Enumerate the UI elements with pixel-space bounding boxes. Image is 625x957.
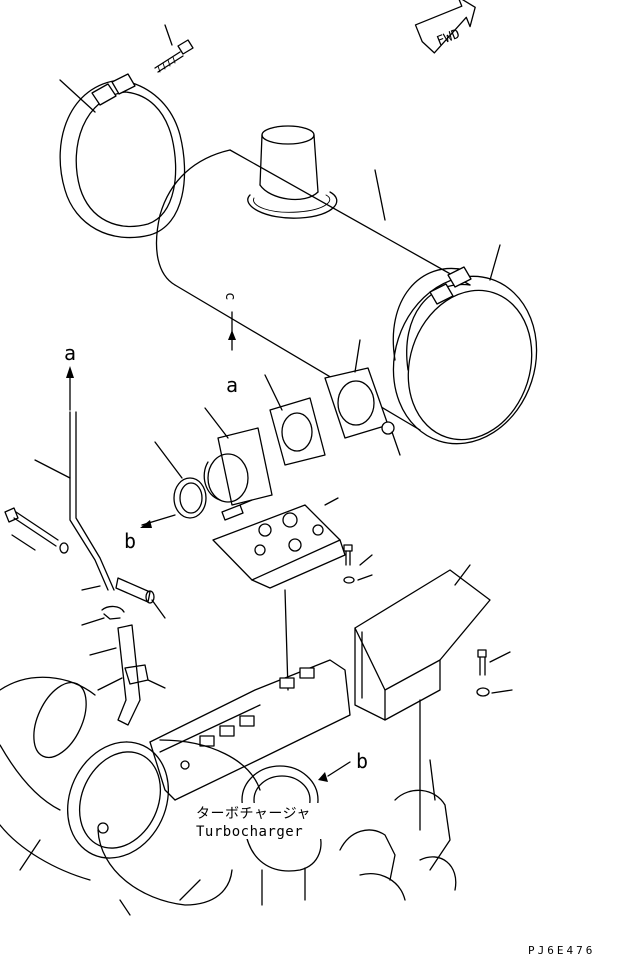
turbocharger-label: ターボチャージャ Turbocharger: [192, 803, 332, 840]
heat-shield-plate: [212, 497, 346, 691]
ref-c-text: c: [222, 292, 238, 300]
muffler-inlet-flange: [324, 339, 401, 456]
ref-a-muffler-text: a: [226, 373, 238, 397]
inlet-pipe-flange: [203, 407, 273, 521]
long-bolt: [4, 507, 69, 554]
clamp-bolt: [154, 24, 194, 73]
band-clamp-left: [59, 73, 186, 239]
hose-clamp: [81, 605, 166, 726]
plate-bolt: [343, 544, 373, 584]
gasket-square: [264, 374, 326, 466]
drawing-number: PJ6E476: [528, 944, 595, 957]
ref-b-turbo-text: b: [356, 749, 368, 773]
reference-c-marker: c a: [222, 292, 238, 397]
hose: [81, 577, 166, 619]
engine-block: [119, 759, 457, 916]
turbocharger: b: [66, 739, 368, 906]
ring-gasket: b: [124, 441, 207, 553]
label-english: Turbocharger: [196, 824, 303, 840]
ref-a-left-text: a: [64, 341, 76, 365]
label-japanese: ターボチャージャ: [196, 806, 311, 822]
support-rod: a: [34, 341, 115, 591]
mounting-bracket: [354, 564, 513, 831]
air-intake-elbow: [0, 676, 96, 881]
fwd-arrow: FWD: [414, 0, 476, 54]
ref-b-flange-text: b: [124, 529, 136, 553]
exhaust-manifold: [149, 659, 351, 801]
